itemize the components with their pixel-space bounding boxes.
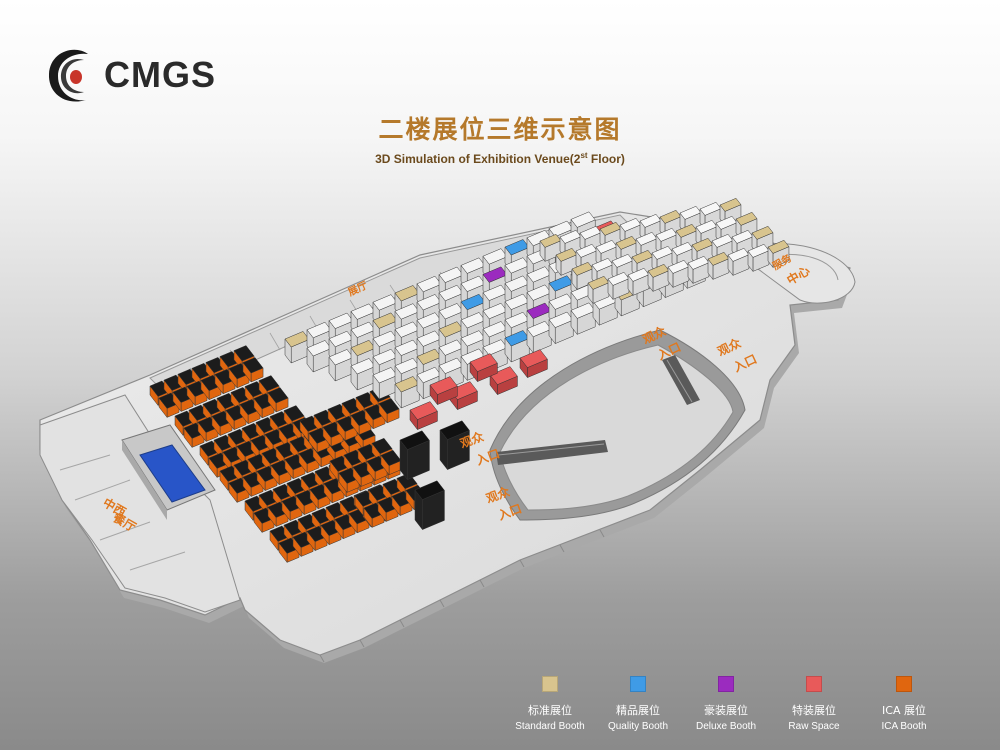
ica-tall-frame	[414, 480, 445, 500]
raw-space-booth	[409, 401, 438, 420]
ica-tall-frame	[399, 430, 430, 450]
ica-tall-frame	[439, 420, 470, 440]
legend-label-en: ICA Booth	[881, 721, 927, 732]
legend-label-en: Standard Booth	[515, 721, 585, 732]
raw-space-booth	[429, 376, 458, 395]
escalator-right	[662, 355, 700, 405]
blue-exhibit-hall	[121, 424, 216, 520]
legend-item-quality: 精品展位 Quality Booth	[588, 676, 688, 732]
raw-space-booth	[469, 353, 498, 372]
legend-label-en: Raw Space	[788, 721, 840, 732]
ica-booth	[242, 357, 264, 374]
title-en-tail: Floor)	[587, 152, 625, 166]
legend-swatch-raw-space	[806, 676, 822, 692]
title-en-main: 3D Simulation of Exhibition Venue(2	[375, 152, 581, 166]
legend-label-en: Quality Booth	[607, 721, 669, 732]
legend-label-zh: 特装展位	[792, 704, 836, 717]
ica-booth	[283, 405, 305, 422]
page-title-zh: 二楼展位三维示意图	[378, 115, 622, 144]
ica-booth	[371, 437, 393, 455]
ica-booth	[258, 375, 280, 392]
legend-swatch-standard	[542, 676, 558, 692]
display-booth	[570, 211, 596, 228]
edge-ticks	[319, 529, 605, 663]
ica-booth	[233, 345, 255, 362]
ica-booth	[378, 398, 400, 415]
legend-item-raw-space: 特装展位 Raw Space	[764, 676, 864, 732]
logo-swirl-icon	[48, 49, 88, 102]
legend-item-standard: 标准展位 Standard Booth	[500, 676, 600, 732]
display-booth-group	[284, 197, 790, 431]
logo-text: CMGS	[104, 54, 216, 95]
legend-label-en: Deluxe Booth	[695, 721, 757, 732]
standard-booth	[719, 197, 742, 212]
atrium-floor	[499, 344, 734, 511]
legend-swatch-deluxe	[718, 676, 734, 692]
legend-swatch-ica	[896, 676, 912, 692]
standard-booth	[767, 239, 790, 254]
legend-label-zh: ICA 展位	[882, 704, 926, 717]
raw-space-booth	[489, 366, 518, 385]
ica-booth	[267, 387, 289, 404]
page-title-en: 3D Simulation of Exhibition Venue(2st Fl…	[0, 151, 1000, 166]
ica-booth-group	[149, 345, 470, 564]
legend-item-ica: ICA 展位 ICA Booth	[854, 676, 954, 732]
booth-legend: 标准展位 Standard Booth 精品展位 Quality Booth 豪…	[500, 676, 960, 736]
restaurant-partitions	[59, 454, 186, 571]
raw-space-booth	[519, 349, 548, 368]
legend-swatch-quality	[630, 676, 646, 692]
title-en-sup: st	[580, 151, 588, 160]
legend-item-deluxe: 豪装展位 Deluxe Booth	[676, 676, 776, 732]
standard-booth	[735, 211, 758, 226]
cmgs-logo: CMGS	[44, 40, 234, 110]
escalator-bottom	[496, 440, 608, 465]
legend-label-zh: 豪装展位	[704, 704, 748, 717]
standard-booth	[751, 225, 774, 240]
legend-label-zh: 精品展位	[616, 704, 660, 717]
legend-label-zh: 标准展位	[528, 704, 572, 717]
